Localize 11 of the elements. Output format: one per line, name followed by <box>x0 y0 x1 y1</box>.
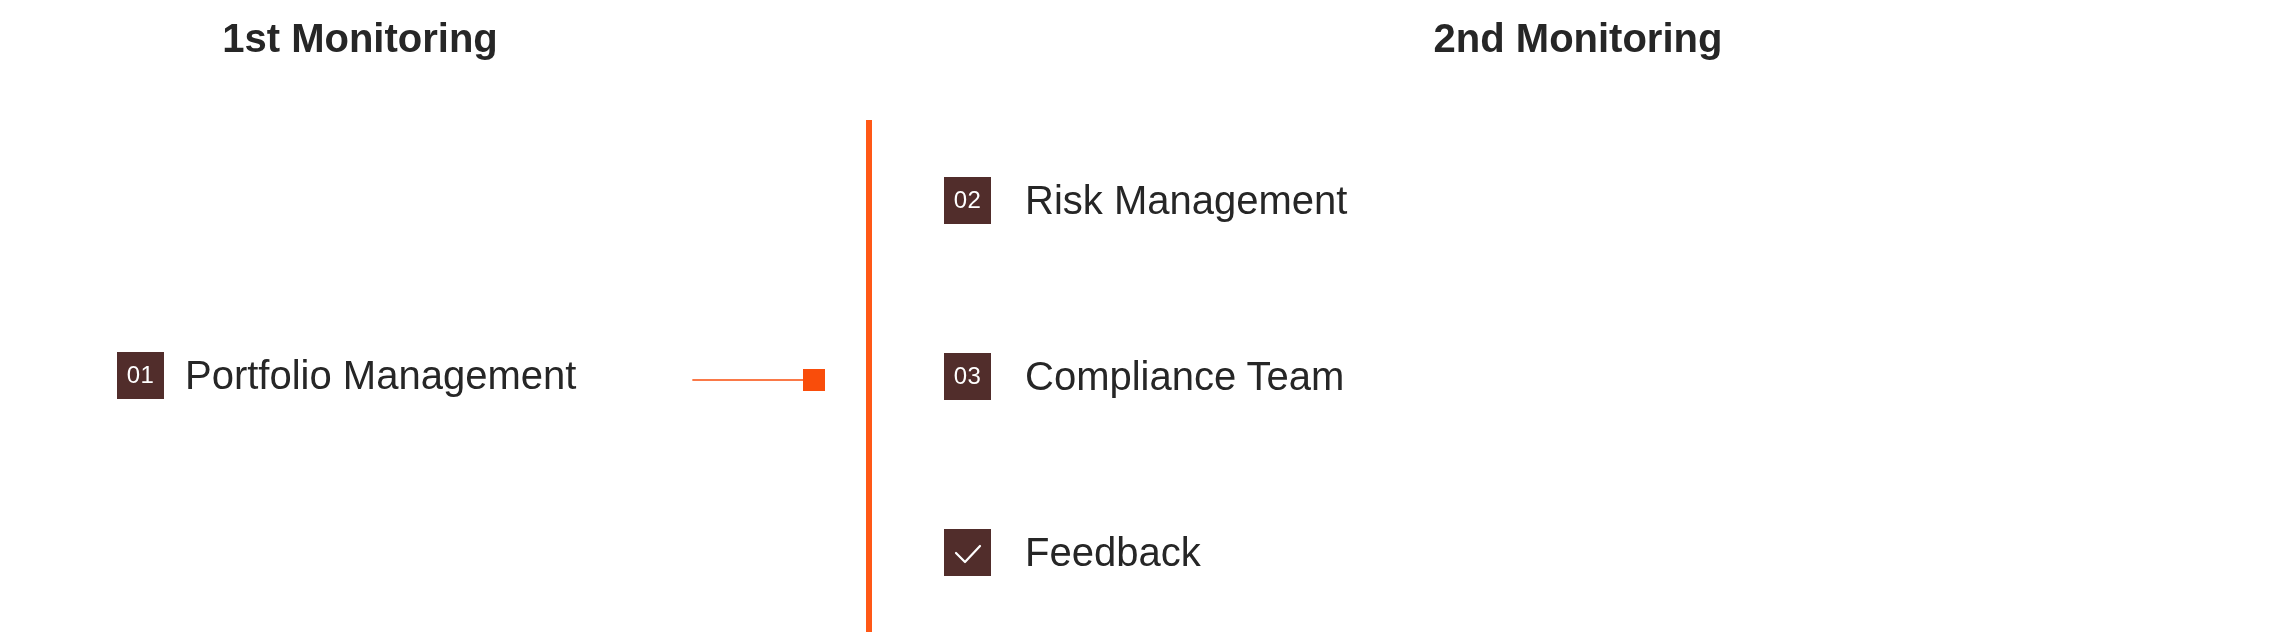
column-heading: 2nd Monitoring <box>1433 15 1723 62</box>
timeline-bar <box>866 120 872 632</box>
item-label: Risk Management <box>1025 177 1348 224</box>
item-label: Compliance Team <box>1025 353 1345 400</box>
number-badge: 03 <box>944 352 991 400</box>
column-heading: 1st Monitoring <box>222 15 498 62</box>
number-badge: 01 <box>117 351 164 399</box>
item-label: Portfolio Management <box>185 352 577 399</box>
number-badge: 02 <box>944 176 991 224</box>
item-label: Feedback <box>1025 529 1201 576</box>
connector-line <box>691 369 826 391</box>
